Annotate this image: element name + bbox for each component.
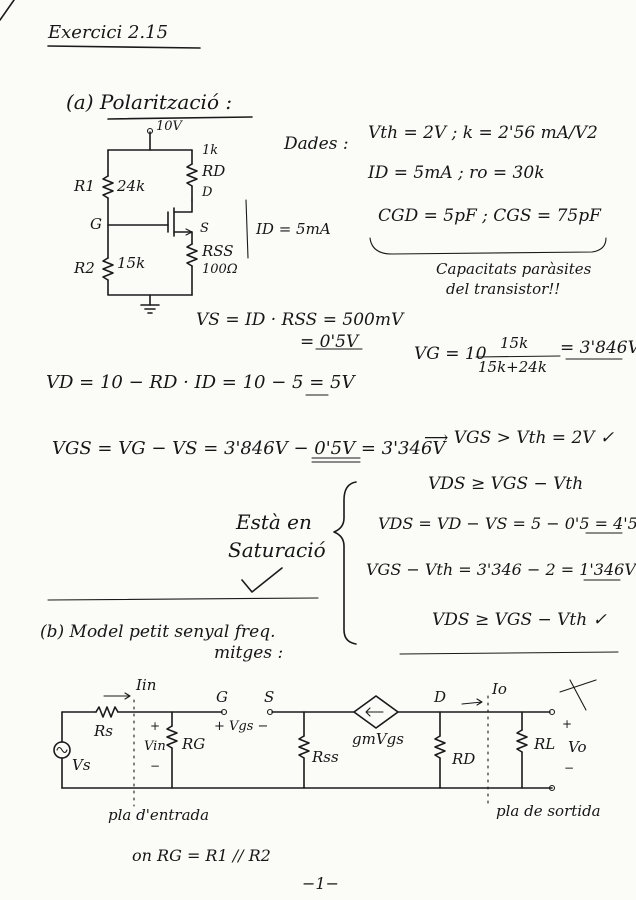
supply-label: 10V (156, 119, 182, 134)
data-label: Dades : (284, 134, 349, 154)
data-line-1: Vth = 2V ; k = 2'56 mA/V2 (368, 123, 598, 143)
io-label: Io (492, 680, 507, 698)
corner-mark (0, 0, 15, 21)
vgs-line: VGS = VG − VS = 3'846V − 0'5V = 3'346V (52, 438, 446, 459)
separator-mid (47, 597, 319, 601)
saturation-label-1: Està en (236, 510, 312, 534)
vg-numerator: 15k (500, 334, 529, 352)
heading-part-b-2: mitges : (214, 643, 284, 663)
page-number: −1− (302, 874, 339, 893)
vin-label: Vin (144, 739, 166, 754)
vd-line: VD = 10 − RD · ID = 10 − 5 = 5V (46, 372, 355, 393)
cap-brace (369, 237, 607, 255)
rd-value: 1k (202, 143, 219, 158)
small-signal-circuit (53, 679, 597, 807)
vg-denominator: 15k+24k (478, 358, 547, 376)
cap-note-1: Capacitats paràsites (436, 260, 592, 278)
conditions-brace (333, 481, 357, 645)
data-line-3: CGD = 5pF ; CGS = 75pF (378, 206, 601, 226)
drain-node-label: D (434, 688, 447, 706)
gate-label: G (90, 215, 102, 233)
title-underline (47, 45, 201, 49)
vin-minus: − (150, 759, 161, 773)
vo-label: Vo (568, 738, 587, 756)
rss-small-label: Rss (312, 748, 339, 766)
source-node-label: S (264, 688, 275, 706)
rss-value: 100Ω (202, 262, 238, 277)
vg-fraction-bar (475, 355, 561, 358)
heading-a-underline (107, 116, 253, 120)
bias-circuit (102, 127, 249, 314)
r2-label: R2 (74, 259, 95, 277)
vg-result: = 3'846V (560, 338, 636, 358)
rg-label: RG (182, 735, 206, 753)
exercise-title: Exercici 2.15 (48, 22, 169, 43)
separator-right (399, 651, 619, 655)
vg-lhs: VG = 10 (414, 344, 487, 364)
iin-label: Iin (136, 676, 157, 694)
rl-label: RL (534, 735, 556, 753)
gate-node-label: G (216, 688, 228, 706)
vs-source-label: Vs (72, 756, 91, 774)
vo-minus: − (564, 761, 575, 775)
gm-source-label: gmVgs (352, 730, 404, 748)
vo-plus: + (562, 717, 573, 731)
r1-label: R1 (74, 177, 95, 195)
drain-label: D (202, 185, 213, 200)
rd-small-label: RD (452, 750, 476, 768)
vgs-label: + Vgs − (214, 719, 269, 734)
condition-1: VDS ≥ VGS − Vth (428, 474, 584, 494)
rss-label: RSS (202, 242, 234, 260)
input-plane-label: pla d'entrada (108, 806, 210, 824)
condition-3: VGS − Vth = 3'346 − 2 = 1'346V (366, 560, 636, 579)
vs-line-2: = 0'5V (300, 332, 359, 352)
source-label: S (200, 221, 209, 236)
output-plane-label: pla de sortida (496, 802, 601, 820)
vs-line-1: VS = ID · RSS = 500mV (196, 310, 404, 330)
cap-note-2: del transistor!! (446, 280, 561, 298)
heading-part-b: (b) Model petit senyal freq. (40, 622, 276, 642)
condition-2: VDS = VD − VS = 5 − 0'5 = 4'5V (378, 514, 636, 533)
data-line-2: ID = 5mA ; ro = 30k (368, 163, 545, 183)
saturation-label-2: Saturació (228, 538, 326, 562)
rd-label: RD (202, 162, 226, 180)
id-note: ID = 5mA (256, 220, 331, 238)
r2-value: 15k (117, 254, 146, 272)
vin-plus: + (150, 719, 161, 733)
condition-4: VDS ≥ VGS − Vth ✓ (432, 610, 607, 630)
rs-label: Rs (94, 722, 113, 740)
vgs-check: ⟶ VGS > Vth = 2V ✓ (424, 428, 615, 448)
heading-part-a: (a) Polarització : (66, 90, 233, 114)
r1-value: 24k (117, 177, 146, 195)
rg-equivalence-note: on RG = R1 // R2 (132, 846, 271, 865)
